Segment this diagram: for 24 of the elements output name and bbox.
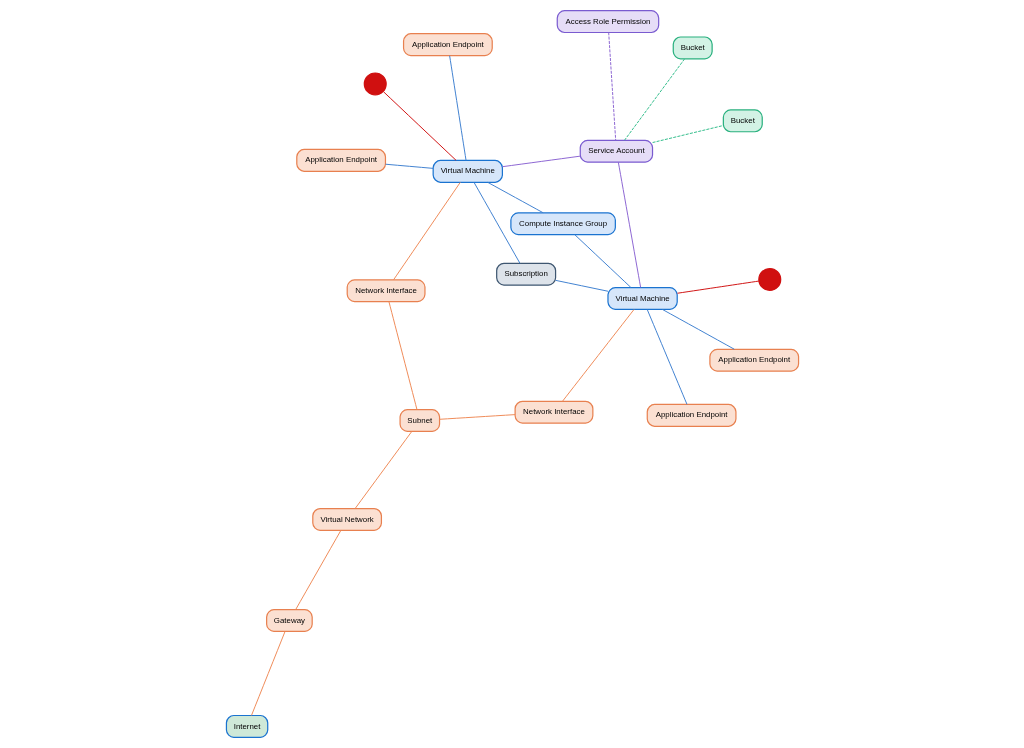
connector	[387, 301, 417, 410]
connector	[382, 91, 457, 161]
connector	[661, 308, 735, 350]
connector	[448, 55, 467, 161]
connector	[473, 182, 520, 264]
connector	[486, 181, 544, 214]
connector	[623, 58, 685, 141]
connector	[250, 631, 286, 716]
connector	[607, 32, 616, 141]
node-circle	[757, 267, 781, 291]
connector	[676, 280, 759, 294]
connector	[392, 181, 461, 281]
connector	[501, 155, 581, 168]
connector	[573, 234, 631, 288]
connector	[354, 431, 412, 509]
node-circle	[363, 72, 387, 96]
connector	[554, 279, 608, 292]
connector	[646, 309, 687, 405]
connector	[438, 414, 515, 420]
connector	[561, 309, 634, 402]
connector	[651, 125, 724, 143]
connector	[617, 161, 641, 288]
connector	[384, 163, 433, 169]
connector	[294, 529, 341, 611]
